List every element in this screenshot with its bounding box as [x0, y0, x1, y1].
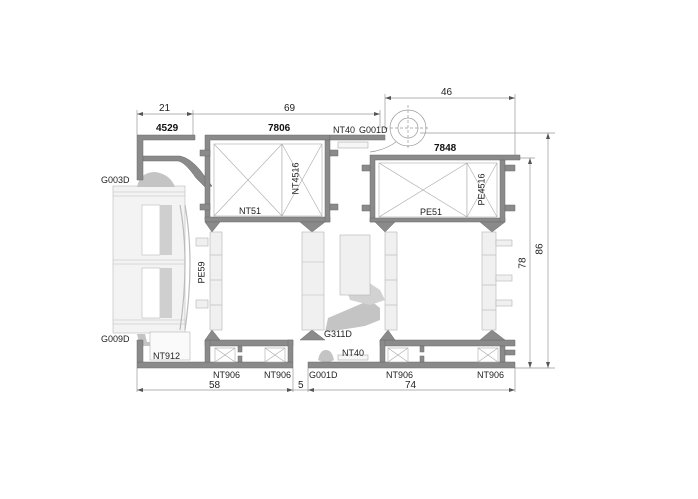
part-label-pe59: PE59	[196, 261, 207, 284]
profile-label-7848: 7848	[434, 143, 457, 154]
part-label-nt4516: NT4516	[290, 162, 301, 195]
part-label-nt906-2: NT906	[264, 370, 292, 380]
insulation-bars	[149, 231, 513, 361]
part-label-nt906-4: NT906	[477, 370, 505, 380]
part-label-nt51: NT51	[239, 206, 262, 216]
glazing-unit	[112, 185, 191, 334]
aluminium-profiles	[136, 134, 521, 369]
dimension-5: 5	[298, 380, 304, 391]
dimension-58: 58	[209, 380, 221, 391]
part-label-nt40-bottom: NT40	[342, 348, 365, 358]
part-label-nt40-top: NT40	[333, 125, 356, 135]
profile-label-4529: 4529	[156, 123, 179, 134]
dimension-46: 46	[441, 87, 453, 98]
part-label-nt912: NT912	[153, 351, 181, 361]
dimension-arrows	[137, 96, 550, 392]
profile-label-7806: 7806	[268, 123, 291, 134]
part-label-g003d: G003D	[101, 175, 130, 185]
part-label-pe4516: PE4516	[476, 173, 487, 206]
part-label-g001d-bottom: G001D	[309, 370, 338, 380]
dimension-lines	[136, 94, 555, 392]
dimension-21: 21	[159, 103, 171, 114]
dimension-86: 86	[534, 243, 546, 255]
part-label-g009d: G009D	[101, 334, 130, 344]
hinge-symbol	[369, 105, 430, 153]
insert-boxes	[213, 141, 499, 363]
part-label-pe51: PE51	[420, 207, 443, 217]
part-label-nt906-3: NT906	[386, 370, 414, 380]
dimension-69: 69	[284, 103, 296, 114]
part-label-nt906-1: NT906	[213, 370, 241, 380]
part-label-g311d: G311D	[324, 329, 352, 339]
dimension-78: 78	[517, 257, 529, 269]
dimension-74: 74	[405, 380, 417, 391]
part-label-g001d-top: G001D	[359, 125, 388, 135]
